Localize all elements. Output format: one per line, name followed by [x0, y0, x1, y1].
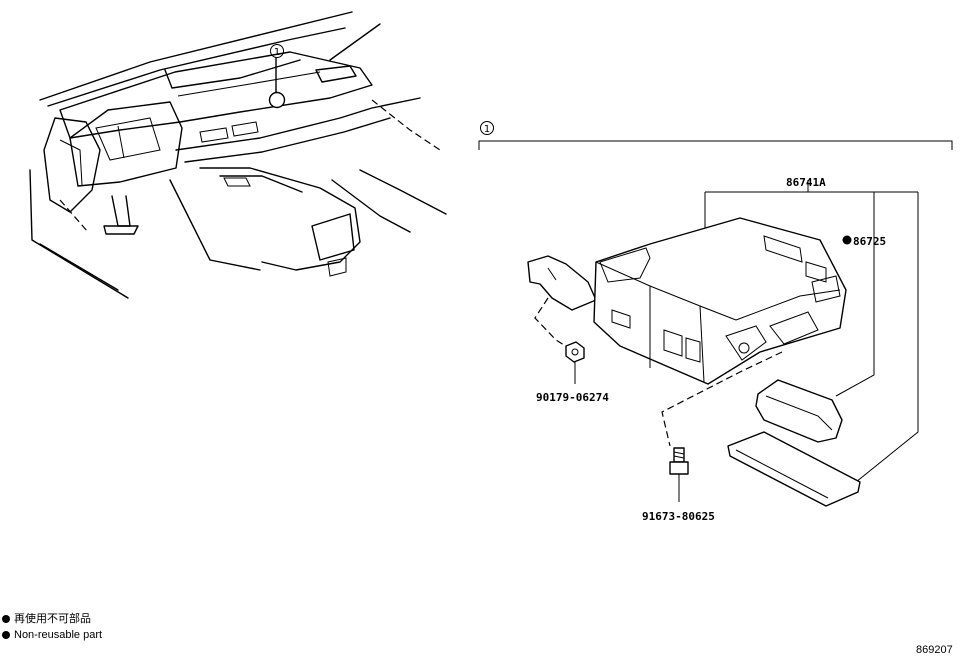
cover-plate-part	[727, 431, 861, 507]
svg-text:1: 1	[274, 47, 280, 58]
group-bracket: 1	[478, 121, 953, 150]
figure-id: 869207	[916, 644, 953, 656]
ecu-assembly	[527, 180, 919, 507]
non-reusable-dot-icon	[2, 631, 10, 640]
label-91673-80625: 91673-80625	[642, 510, 715, 523]
non-reusable-dot-icon	[842, 235, 852, 245]
legend-english: Non-reusable part	[2, 628, 102, 642]
nut-part	[565, 341, 585, 384]
non-reusable-dot-icon	[2, 615, 10, 624]
sensor-module-part	[755, 379, 843, 443]
label-86725: 86725	[853, 235, 886, 248]
bolt-part	[669, 447, 689, 502]
dashboard-illustration	[29, 11, 447, 299]
label-86741A: 86741A	[786, 176, 826, 189]
label-90179-06274: 90179-06274	[536, 391, 609, 404]
legend-japanese: 再使用不可部品	[2, 612, 91, 626]
svg-text:1: 1	[484, 124, 490, 135]
callout-ref-1: 1	[270, 44, 284, 58]
